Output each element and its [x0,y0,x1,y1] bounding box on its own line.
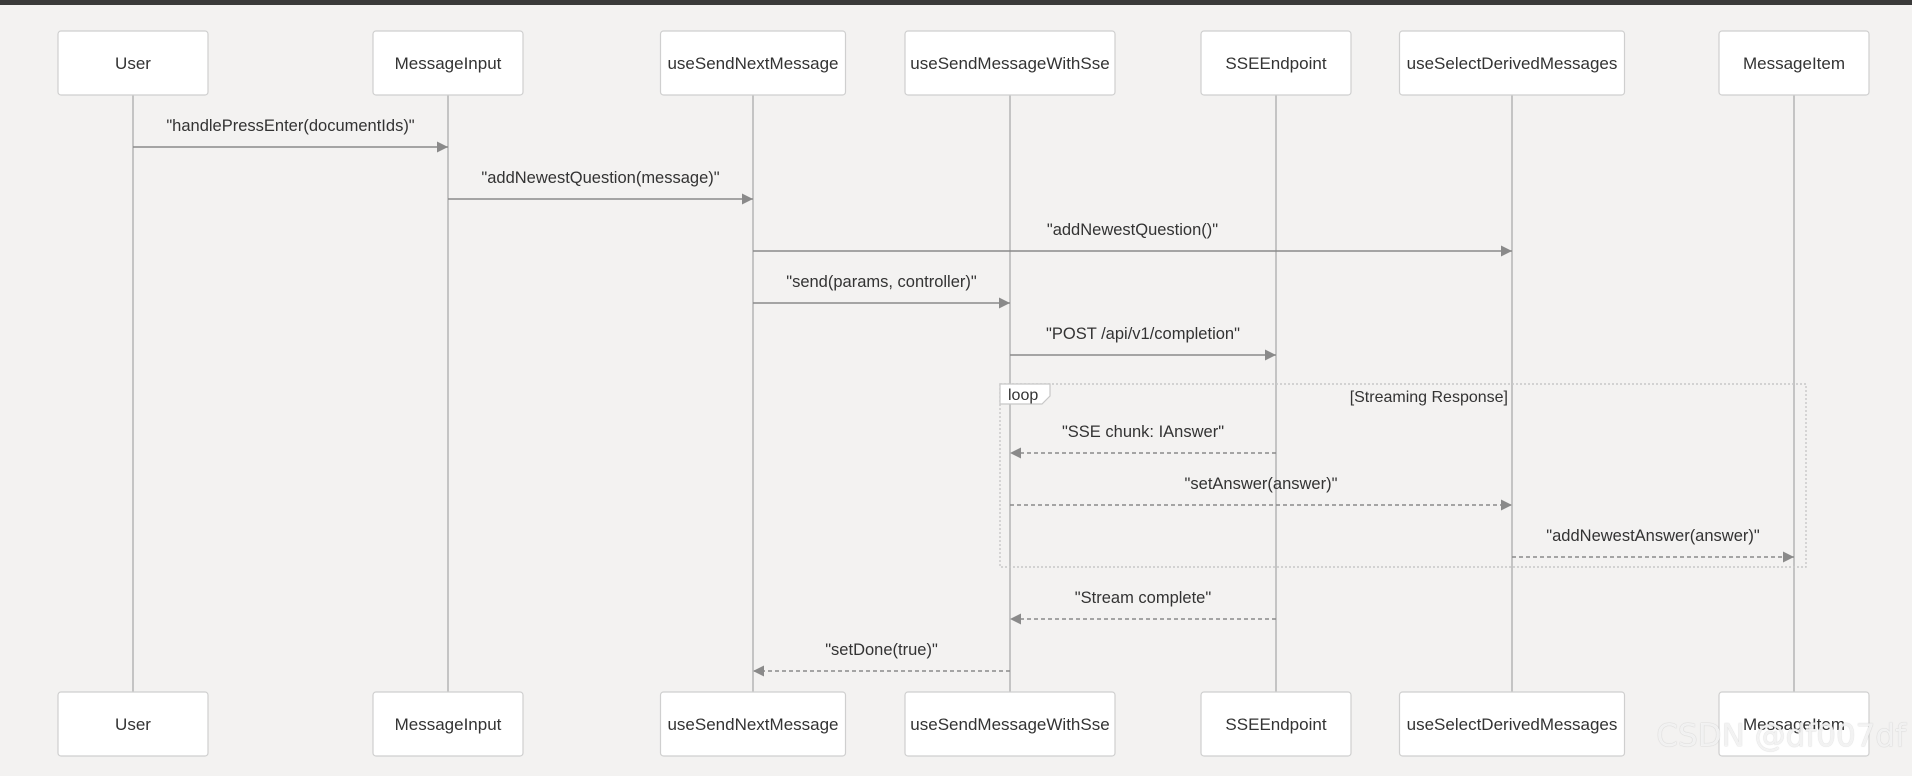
watermark: CSDN @df007df [1656,718,1906,754]
actor-bottom-sse-endpoint: SSEEndpoint [1200,691,1352,757]
message-label: "addNewestQuestion(message)" [481,169,719,187]
actor-box [1398,691,1626,757]
loop-frame [999,383,1807,568]
actor-box [659,691,847,757]
actor-bottom-use-select-derived-messages: useSelectDerivedMessages [1398,691,1626,757]
message-6: "SSE chunk: IAnswer" [1010,423,1276,459]
message-4: "send(params, controller)" [753,273,1010,309]
actor-box [372,30,524,96]
loop-keyword: loop [1008,387,1038,404]
message-label: "setDone(true)" [825,641,938,659]
message-label: "POST /api/v1/completion" [1046,325,1240,343]
actor-box [1398,30,1626,96]
actor-box [1200,691,1352,757]
message-label: "send(params, controller)" [786,273,977,291]
actor-label: useSendMessageWithSse [910,54,1109,73]
message-label: "handlePressEnter(documentIds)" [166,117,414,135]
actor-top-user: User [57,30,209,96]
message-8: "addNewestAnswer(answer)" [1512,527,1794,563]
actor-label: useSendNextMessage [667,54,838,73]
actor-box [659,30,847,96]
actor-label: useSendMessageWithSse [910,715,1109,734]
actor-label: MessageItem [1743,715,1845,734]
actor-label: useSelectDerivedMessages [1407,54,1618,73]
message-label: "SSE chunk: IAnswer" [1062,423,1224,441]
actor-label: SSEEndpoint [1225,715,1326,734]
actor-box [1200,30,1352,96]
actor-label: User [115,54,151,73]
actor-top-use-select-derived-messages: useSelectDerivedMessages [1398,30,1626,96]
message-1: "handlePressEnter(documentIds)" [133,117,448,153]
actor-label: useSelectDerivedMessages [1407,715,1618,734]
message-3: "addNewestQuestion()" [753,221,1512,257]
message-5: "POST /api/v1/completion" [1010,325,1276,361]
actor-label: MessageInput [395,715,502,734]
message-label: "addNewestAnswer(answer)" [1546,527,1760,545]
actor-label: MessageItem [1743,54,1845,73]
loop-condition: [Streaming Response] [1350,389,1508,406]
message-10: "setDone(true)" [753,641,1010,677]
actor-box [57,691,209,757]
actor-label: useSendNextMessage [667,715,838,734]
message-label: "addNewestQuestion()" [1047,221,1218,239]
actor-top-use-send-next-message: useSendNextMessage [659,30,847,96]
message-label: "Stream complete" [1075,589,1212,607]
actor-box [904,30,1116,96]
actor-bottom-message-item: MessageItem [1718,691,1870,757]
message-9: "Stream complete" [1010,589,1276,625]
actor-box [904,691,1116,757]
actor-box [57,30,209,96]
actor-top-sse-endpoint: SSEEndpoint [1200,30,1352,96]
actor-bottom-use-send-message-with-sse: useSendMessageWithSse [904,691,1116,757]
actor-bottom-use-send-next-message: useSendNextMessage [659,691,847,757]
actor-top-message-item: MessageItem [1718,30,1870,96]
message-2: "addNewestQuestion(message)" [448,169,753,205]
actor-bottom-message-input: MessageInput [372,691,524,757]
actor-box [372,691,524,757]
message-label: "setAnswer(answer)" [1185,475,1338,493]
window-top-bar [0,0,1912,5]
actor-box [1718,691,1870,757]
actor-top-use-send-message-with-sse: useSendMessageWithSse [904,30,1116,96]
message-7: "setAnswer(answer)" [1010,475,1512,511]
actor-bottom-user: User [57,691,209,757]
actor-label: MessageInput [395,54,502,73]
actor-label: User [115,715,151,734]
actor-top-message-input: MessageInput [372,30,524,96]
loop-tab [999,383,1051,405]
actor-label: SSEEndpoint [1225,54,1326,73]
actor-box [1718,30,1870,96]
